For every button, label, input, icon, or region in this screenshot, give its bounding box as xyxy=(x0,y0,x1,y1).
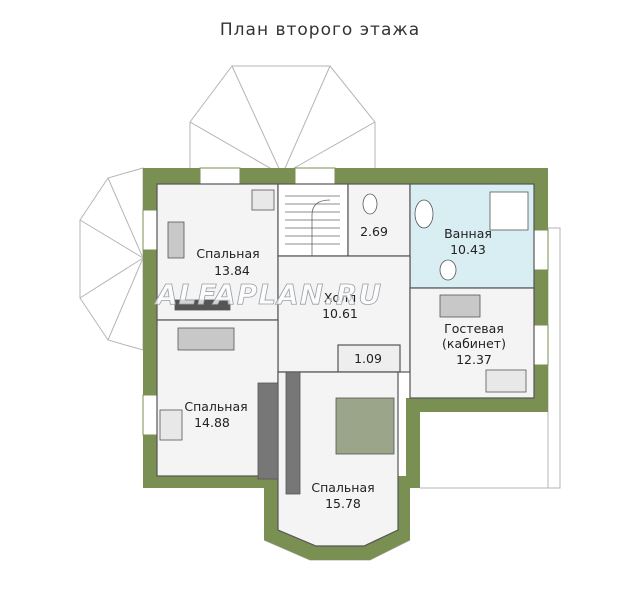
room-label: Холл xyxy=(324,290,356,305)
sink-icon xyxy=(414,199,434,229)
desk-icon xyxy=(159,409,183,441)
room-label: Спальная xyxy=(311,480,374,495)
room-area: 14.88 xyxy=(194,415,230,430)
bathtub-icon xyxy=(489,191,529,231)
wardrobe-icon xyxy=(174,299,231,311)
furniture xyxy=(159,189,529,495)
bed-icon xyxy=(167,221,185,259)
plan-title: План второго этажа xyxy=(219,20,421,40)
room-area: 13.84 xyxy=(214,263,250,278)
wardrobe-icon xyxy=(285,371,301,495)
bed-icon xyxy=(335,397,395,455)
room-area: 15.78 xyxy=(325,496,361,511)
desk-icon xyxy=(251,189,275,211)
staircase xyxy=(285,195,340,256)
room-area: 10.43 xyxy=(450,242,486,257)
sofa-icon xyxy=(177,327,235,351)
wardrobe-icon xyxy=(257,382,279,480)
room-area: 10.61 xyxy=(322,306,358,321)
watermark: ALFAPLAN.RU xyxy=(154,278,382,311)
room-area: 2.69 xyxy=(360,224,388,239)
sofa-icon xyxy=(439,294,481,318)
room-label: Ванная xyxy=(444,226,492,241)
toilet-icon xyxy=(362,193,378,215)
room-area: 1.09 xyxy=(354,351,382,366)
room-label: Спальная xyxy=(184,399,247,414)
desk-icon xyxy=(485,369,527,393)
room-label: Гостевая xyxy=(444,321,504,336)
room-area: 12.37 xyxy=(456,352,492,367)
room-label: (кабинет) xyxy=(442,336,506,351)
room-label: Спальная xyxy=(196,246,259,261)
toilet-icon xyxy=(439,259,457,281)
room-labels: Спальная 13.84 2.69 Ванная 10.43 Холл 10… xyxy=(184,224,506,511)
